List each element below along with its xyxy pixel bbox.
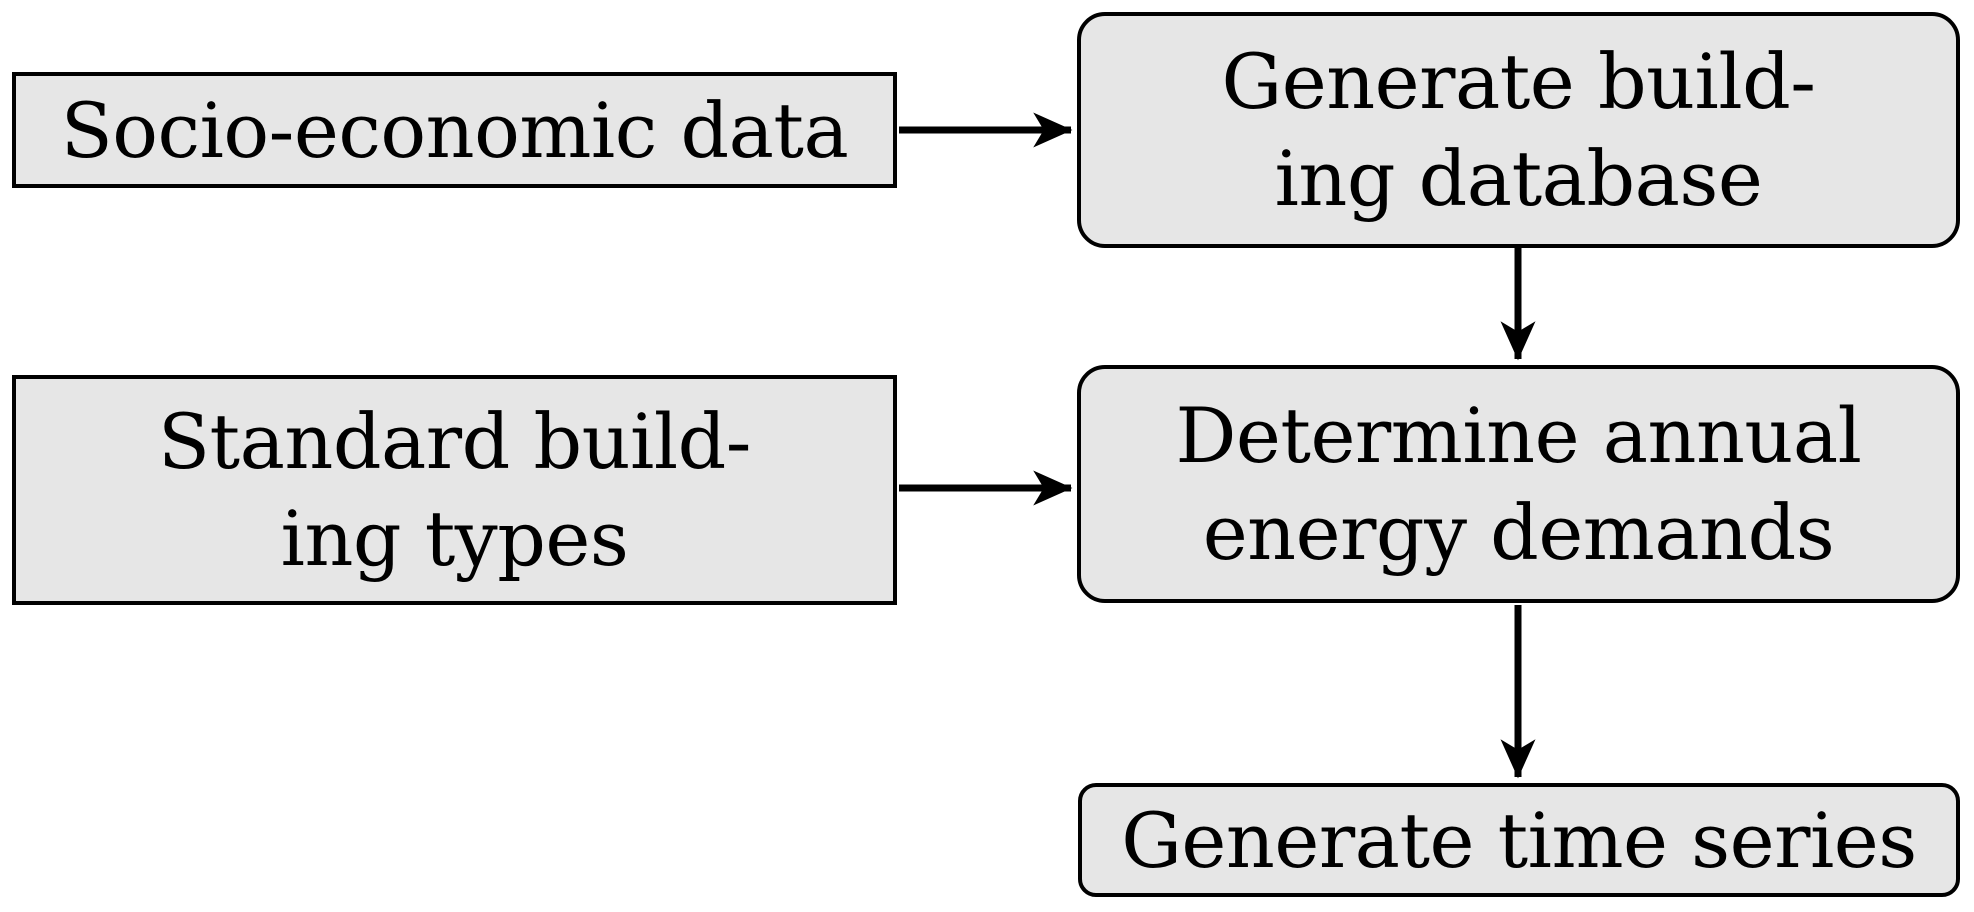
node-socio-economic-data: Socio-economic data: [12, 72, 897, 188]
node-generate-time-series: Generate time series: [1078, 783, 1960, 897]
node-determine-annual-energy-demands: Determine annual energy demands: [1077, 365, 1960, 603]
node-standard-building-types: Standard build- ing types: [12, 375, 897, 605]
node-generate-building-database: Generate build- ing database: [1077, 12, 1960, 248]
